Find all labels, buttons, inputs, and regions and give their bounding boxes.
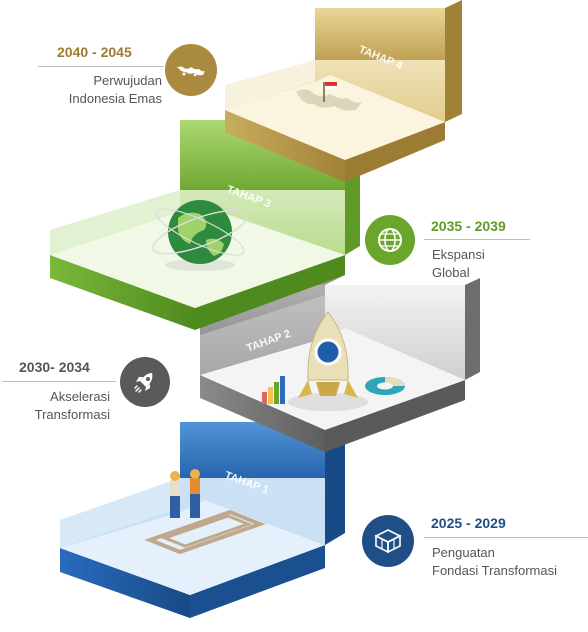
globe-icon (378, 228, 402, 252)
description-text: Akselerasi Transformasi (0, 388, 110, 424)
indonesia-map-icon (177, 66, 205, 77)
description-text: Perwujudan Indonesia Emas (40, 72, 162, 108)
divider (424, 537, 588, 538)
bar-chart-graphic (262, 376, 285, 404)
description-line-2: Transformasi (34, 407, 110, 422)
period-text: 2035 - 2039 (431, 218, 506, 234)
description-line-1: Ekspansi (432, 247, 485, 262)
rocket-illustration (262, 311, 405, 411)
pie-chart-graphic (365, 377, 405, 395)
description-line-2: Fondasi Transformasi (432, 563, 557, 578)
rocket-icon (134, 373, 153, 393)
description-text: Ekspansi Global (432, 246, 485, 282)
divider (2, 381, 116, 382)
description-text: Penguatan Fondasi Transformasi (432, 544, 557, 580)
divider (424, 239, 530, 240)
workers-illustration (144, 469, 266, 555)
step-4 (225, 0, 462, 182)
badge (362, 515, 414, 567)
description-line-2: Indonesia Emas (68, 91, 162, 106)
building-icon (374, 529, 402, 554)
description-line-1: Penguatan (432, 545, 495, 560)
badge (165, 44, 217, 96)
badge (365, 215, 415, 265)
globe-illustration (152, 200, 248, 271)
description-line-1: Akselerasi (50, 389, 110, 404)
description-line-1: Perwujudan (93, 73, 162, 88)
divider (38, 66, 164, 67)
badge (120, 357, 170, 407)
period-text: 2030- 2034 (19, 359, 90, 375)
period-text: 2025 - 2029 (431, 515, 506, 531)
description-line-2: Global (432, 265, 470, 280)
period-text: 2040 - 2045 (57, 44, 132, 60)
indonesia-map-illustration (296, 82, 362, 111)
